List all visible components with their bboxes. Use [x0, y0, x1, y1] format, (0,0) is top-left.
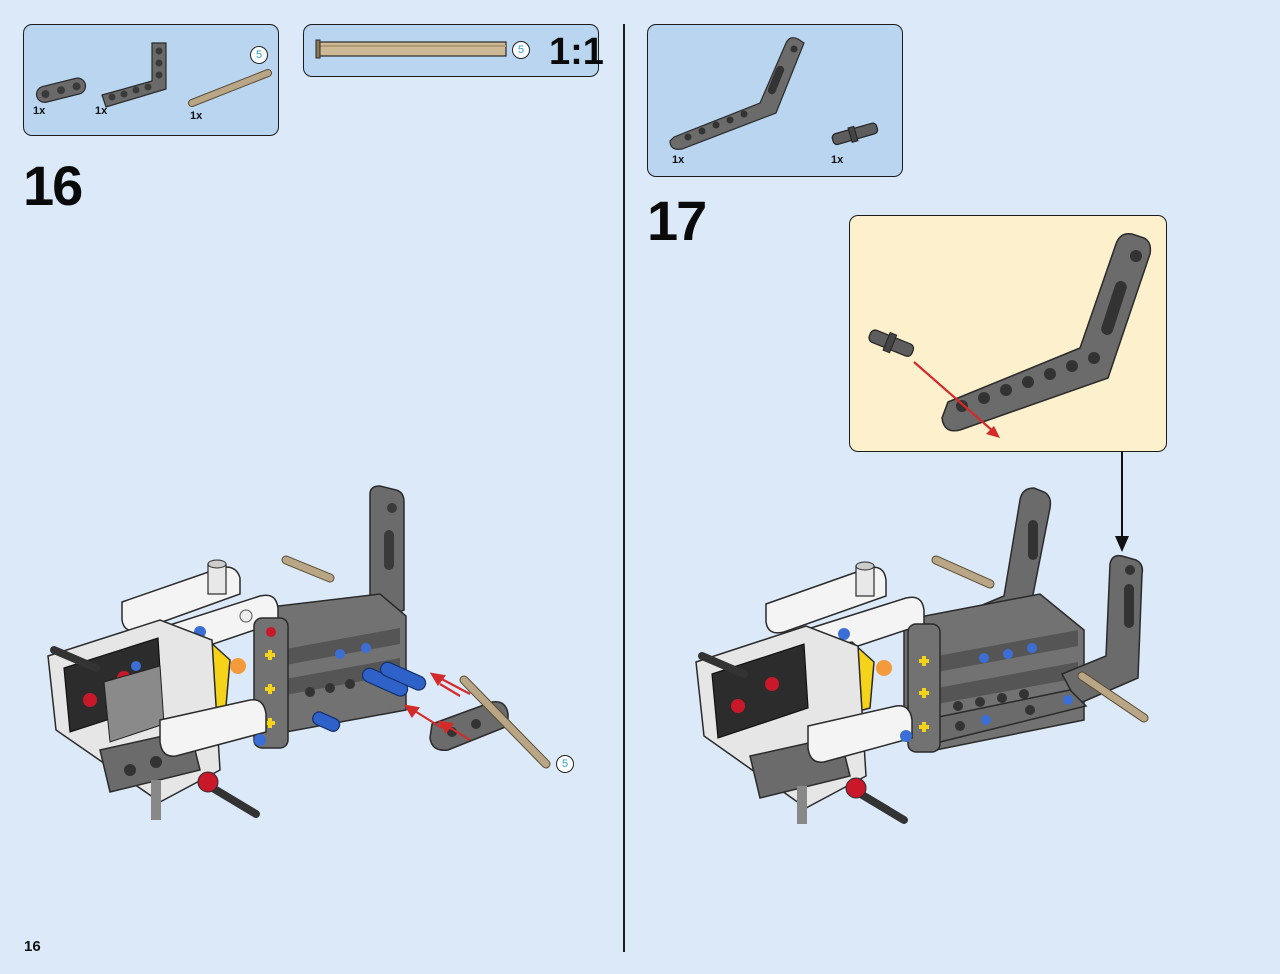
ruler-length-badge: 5: [512, 41, 530, 59]
step17-assembly-model: [695, 487, 1149, 824]
step-number-16: 16: [23, 154, 83, 217]
part-qty-2: 1x: [95, 105, 108, 117]
part-qty-3: 1x: [190, 110, 203, 122]
callout-placement-arrow: [1115, 452, 1129, 552]
callout-insert-arrow: [913, 361, 1000, 438]
page-divider: [623, 24, 625, 952]
axle-5-icon: [188, 69, 272, 107]
scale-ratio: 1:1: [549, 31, 604, 73]
assembly-axle-length-badge: 5: [556, 755, 574, 773]
step17-parts-panel: 1x 1x: [647, 24, 903, 177]
axle-pin-icon: [831, 122, 879, 146]
axle-length-badge: 5: [250, 46, 268, 64]
part-qty-1: 1x: [33, 105, 46, 117]
axle-ruler-icon: [315, 39, 507, 59]
bent-beam-icon: [101, 42, 167, 108]
part-qty-5: 1x: [831, 154, 844, 166]
step16-assembly-model: [47, 485, 551, 820]
sub-assembly-callout: [849, 215, 1167, 452]
beam-3-icon: [35, 77, 87, 103]
page-number: 16: [24, 938, 41, 955]
callout-axle-pin: [868, 329, 915, 357]
part-qty-4: 1x: [672, 154, 685, 166]
bent-beam-long-icon: [669, 37, 805, 150]
step16-parts-panel: 1x 1x 5 1x: [23, 24, 279, 136]
callout-bent-beam: [941, 232, 1152, 432]
scale-ruler-panel: 5 1:1: [303, 24, 604, 77]
step-number-17: 17: [647, 189, 707, 252]
